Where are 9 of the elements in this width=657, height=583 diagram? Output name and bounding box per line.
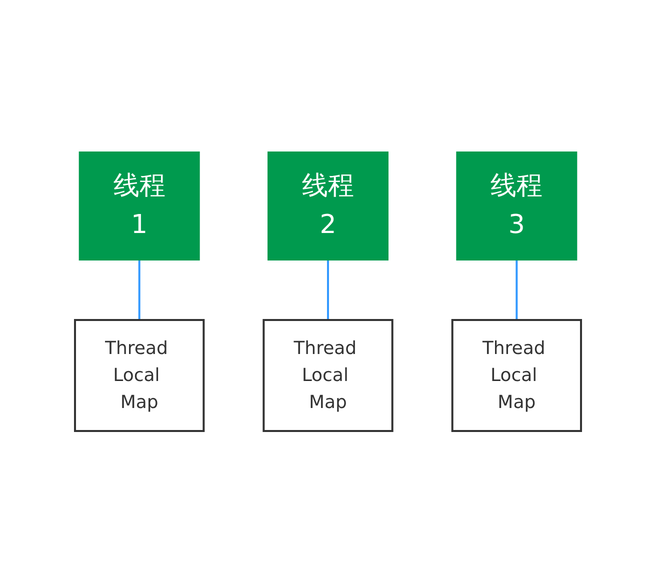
connector xyxy=(138,260,141,320)
node-box: Thread Local Map xyxy=(263,319,394,432)
connector xyxy=(516,260,518,320)
node-box: Thread Local Map xyxy=(452,319,582,432)
node-box: 线程2 xyxy=(268,152,389,260)
node-box: 线程3 xyxy=(456,152,578,260)
node-box: 线程1 xyxy=(79,152,200,260)
connector xyxy=(328,260,330,320)
node-box: Thread Local Map xyxy=(74,319,206,432)
